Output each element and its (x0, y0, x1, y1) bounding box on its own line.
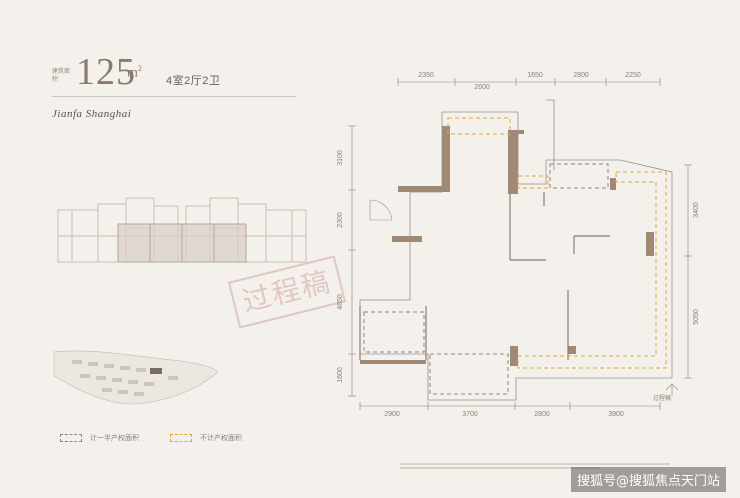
area-value: 125 (76, 51, 136, 93)
dim-right-2: 5050 (693, 309, 700, 325)
legend-excluded-area-label: 不计产权面积 (200, 435, 242, 442)
header-divider (52, 96, 296, 97)
dim-top-1: 2350 (418, 72, 434, 79)
dim-left-1: 3100 (337, 150, 344, 166)
dim-bottom-4: 3900 (608, 411, 624, 418)
brand-script: Jianfa Shanghai (52, 108, 132, 120)
layout-label: 4室2厅2卫 (166, 75, 221, 87)
area-unit: m2 (127, 64, 142, 82)
dim-left-4: 1600 (337, 367, 344, 383)
dim-bottom-3: 2800 (534, 411, 550, 418)
area-label: 建筑面积 (52, 69, 71, 83)
dim-top-3: 1650 (527, 72, 543, 79)
dim-top-4: 2800 (573, 72, 589, 79)
site-credit: 搜狐号@搜狐焦点天门站 (570, 467, 726, 492)
legend-swatch-gray (60, 434, 82, 442)
building-thumbnail (57, 197, 307, 263)
dim-left-2: 2300 (337, 212, 344, 228)
north-label: 过程稿 (653, 396, 672, 402)
legend-excluded-area: 不计产权面积 (170, 433, 242, 443)
dim-top-5: 2250 (625, 72, 641, 79)
dim-bottom-1: 2900 (384, 411, 400, 418)
area-unit-sup: 2 (137, 64, 142, 73)
dim-right-1: 3400 (693, 202, 700, 218)
dim-bottom-2: 3700 (462, 411, 478, 418)
legend-swatch-yellow (170, 434, 192, 442)
dim-left-3: 4650 (337, 294, 344, 310)
area-unit-text: m (127, 65, 138, 81)
legend-half-area: 计一半产权面积 (60, 433, 139, 443)
floor-plan-drawing: 2350 2600 1650 2800 2250 3100 2300 4650 … (337, 72, 700, 418)
legend-half-area-label: 计一半产权面积 (90, 435, 139, 442)
site-plan-thumbnail (53, 350, 219, 405)
footnote-placeholder (400, 463, 670, 469)
dim-top-2: 2600 (474, 84, 490, 91)
